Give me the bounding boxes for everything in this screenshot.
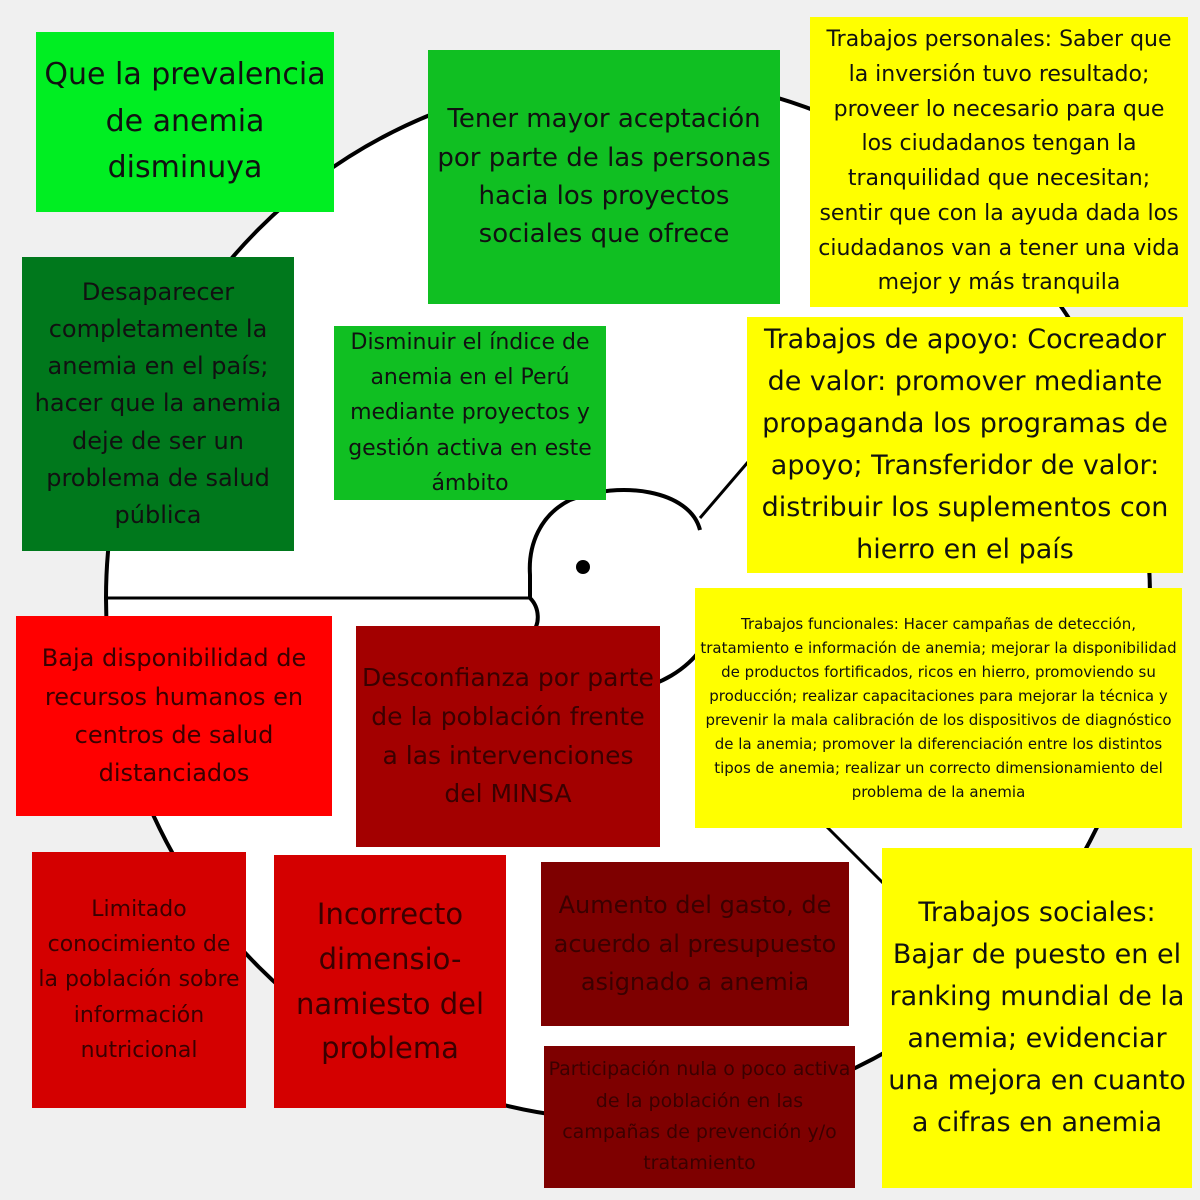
pain-desconfianza: Desconfianza por parte de la población f… — [356, 626, 660, 847]
gain-aceptacion: Tener mayor aceptación por parte de las … — [428, 50, 780, 304]
pain-recursos: Baja disponibilidad de recursos humanos … — [16, 616, 332, 816]
gain-disminuir: Disminuir el índice de anemia en el Perú… — [334, 326, 606, 500]
divider-upper-right — [698, 461, 750, 519]
pain-gasto: Aumento del gasto, de acuerdo al presupu… — [541, 862, 849, 1026]
job-personales: Trabajos personales: Saber que la invers… — [810, 17, 1188, 307]
pain-conocimiento: Limitado conocimiento de la población so… — [32, 852, 246, 1108]
job-sociales: Trabajos sociales: Bajar de puesto en el… — [882, 848, 1192, 1188]
customer-eye-icon — [576, 560, 590, 574]
pain-dimensionamiento: Incorrecto dimensio-namiesto del problem… — [274, 855, 506, 1108]
pain-participacion: Participación nula o poco activa de la p… — [544, 1046, 855, 1188]
gain-desaparecer: Desaparecer completamente la anemia en e… — [22, 257, 294, 551]
divider-lower-right — [818, 818, 887, 887]
job-apoyo: Trabajos de apoyo: Cocreador de valor: p… — [747, 317, 1183, 573]
gain-prevalencia: Que la prevalencia de anemia disminuya — [36, 32, 334, 212]
job-funcionales: Trabajos funcionales: Hacer campañas de … — [695, 588, 1182, 828]
